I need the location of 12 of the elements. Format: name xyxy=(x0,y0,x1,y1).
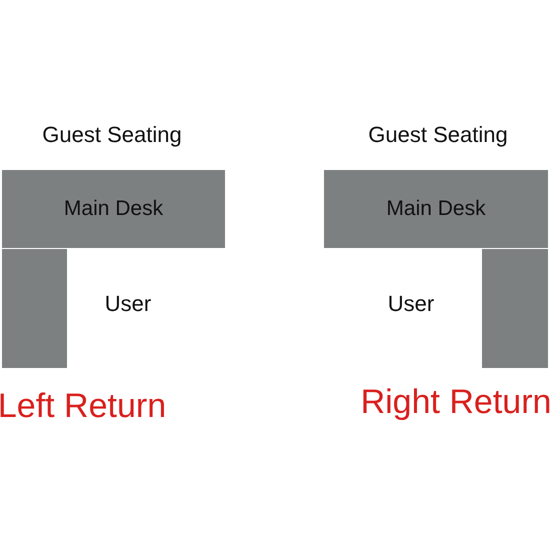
position-label: User xyxy=(104,291,152,317)
area-label: Guest Seating xyxy=(42,122,182,148)
area-label: Guest Seating xyxy=(368,122,508,148)
caption-label: Left Return xyxy=(0,387,166,426)
position-label: User xyxy=(388,291,434,317)
desk-surface xyxy=(2,170,225,248)
desk-label: Main Desk xyxy=(386,197,486,221)
desk-label: Main Desk xyxy=(64,197,164,221)
desk-surface xyxy=(324,170,548,248)
desk-return xyxy=(482,249,548,368)
desk-return xyxy=(2,249,67,368)
caption-label: Right Return xyxy=(360,383,550,422)
